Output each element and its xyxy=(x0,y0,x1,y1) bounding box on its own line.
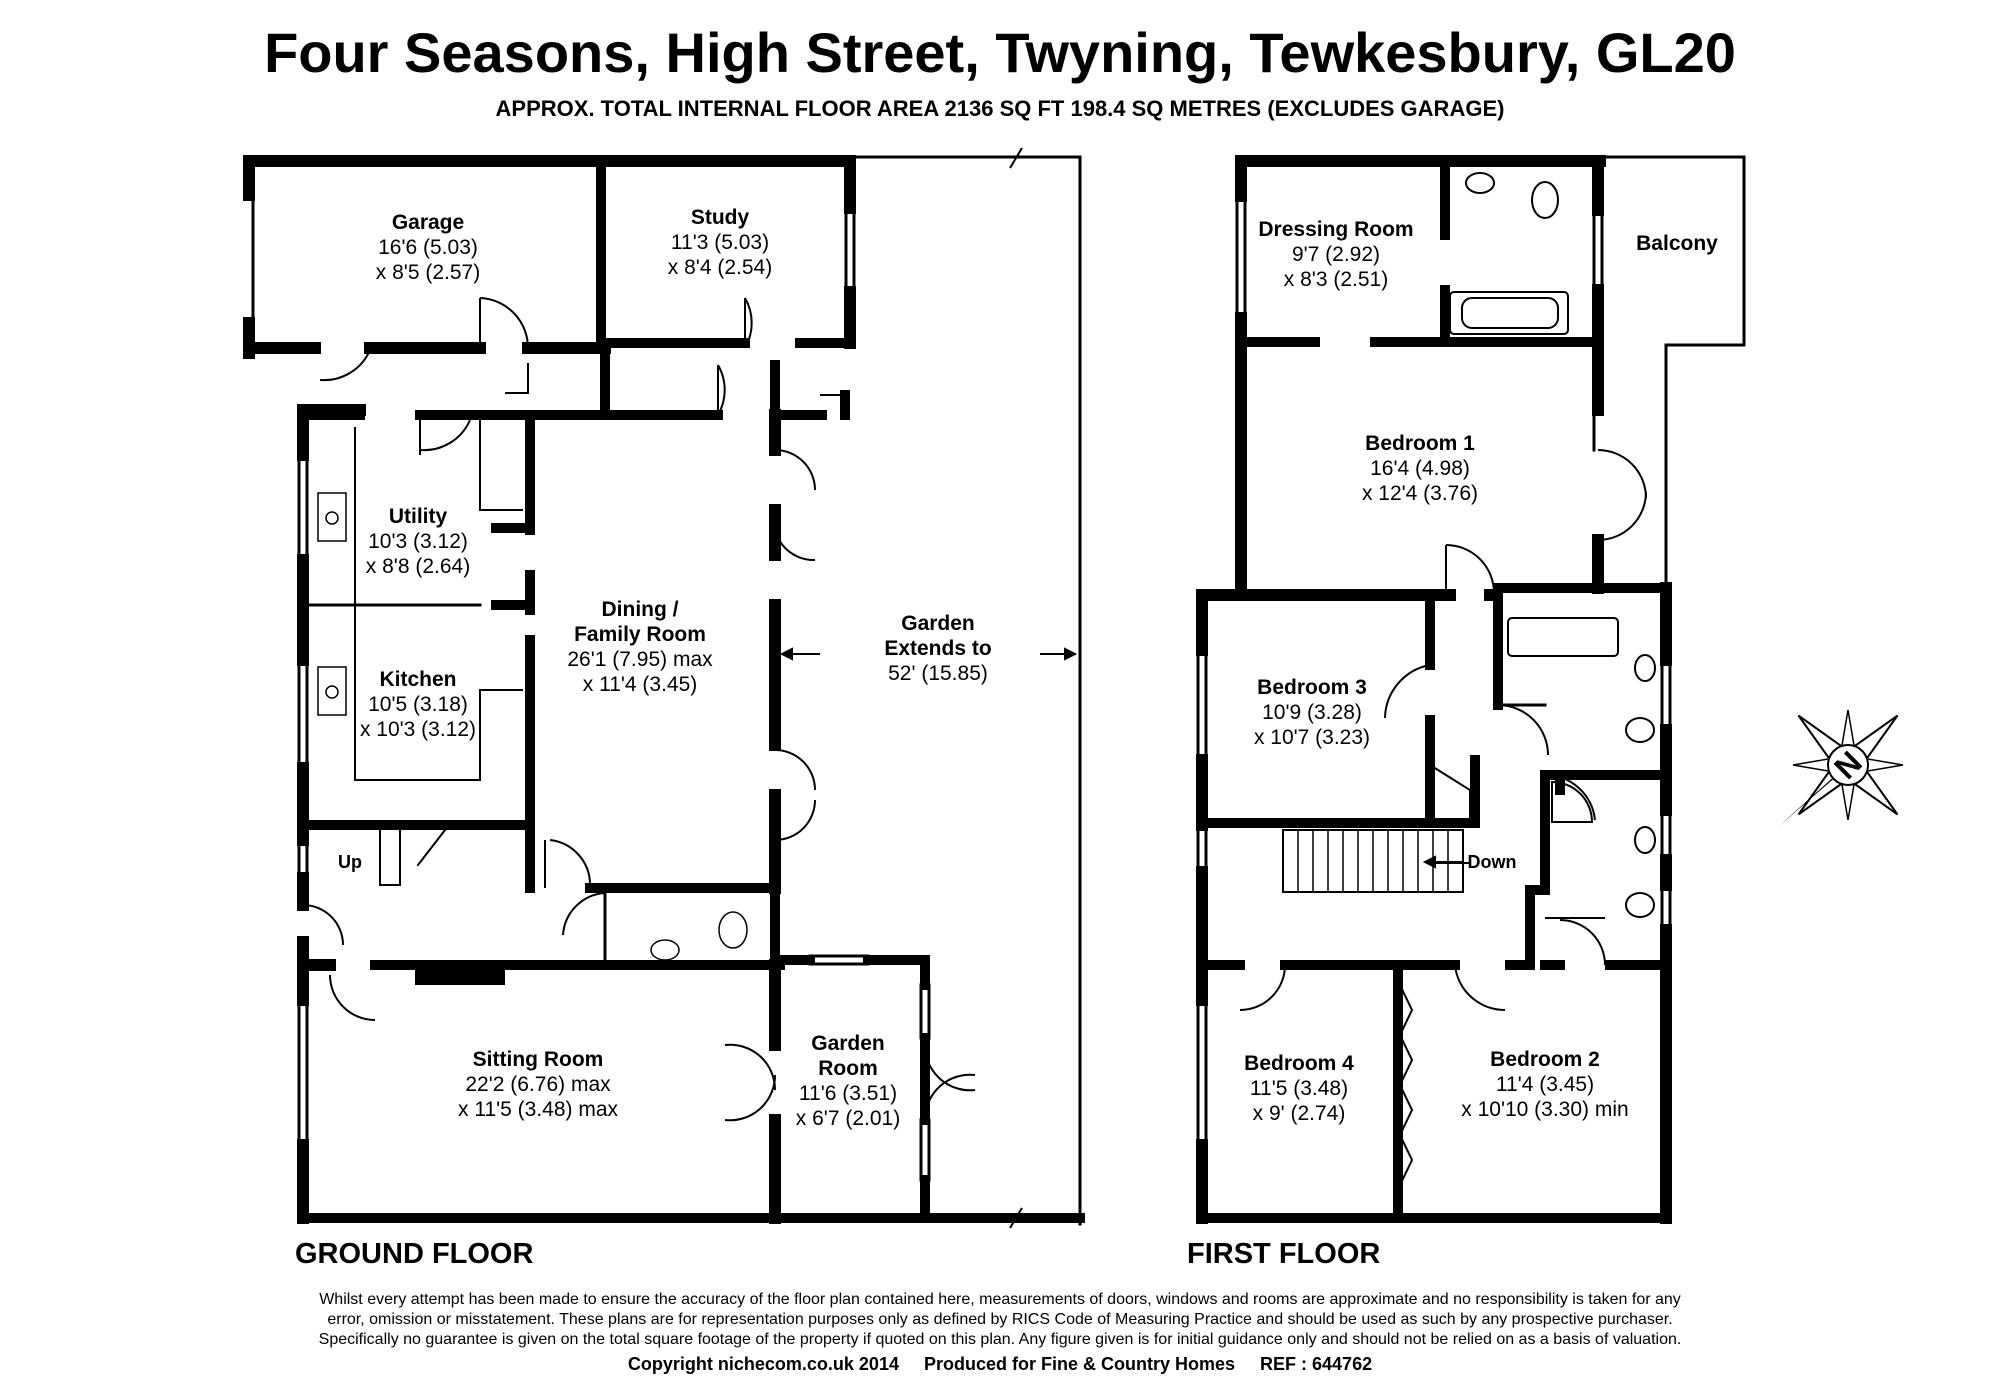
down-arrow-icon xyxy=(1422,855,1462,869)
ground-floor-fixtures xyxy=(317,492,748,961)
garden-room-dim2: x 6'7 (2.01) xyxy=(796,1107,900,1130)
garden-dim1: 52' (15.85) xyxy=(888,662,988,685)
bedroom2-name: Bedroom 2 xyxy=(1490,1048,1600,1071)
kitchen-dim2: x 10'3 (3.12) xyxy=(360,718,476,741)
first-floor-labels: Dressing Room 9'7 (2.92) x 8'3 (2.51) Ba… xyxy=(1244,218,1718,1125)
page-title: Four Seasons, High Street, Twyning, Tewk… xyxy=(264,21,1736,84)
first-floor-fixtures xyxy=(1239,172,1656,1012)
garden-room-name-line1: Garden xyxy=(811,1032,885,1055)
stairs-up-label: Up xyxy=(338,852,362,872)
dressing-room-dim1: 9'7 (2.92) xyxy=(1292,243,1380,266)
produced-for-text: Produced for Fine & Country Homes xyxy=(923,1354,1236,1374)
sitting-room-name: Sitting Room xyxy=(473,1048,604,1071)
first-floor-label: FIRST FLOOR xyxy=(1187,1238,1381,1270)
bedroom4-dim2: x 9' (2.74) xyxy=(1253,1102,1346,1125)
garden-dimension-arrows xyxy=(779,647,1078,661)
utility-name: Utility xyxy=(389,505,448,528)
garden-room-dim1: 11'6 (3.51) xyxy=(799,1082,897,1105)
reference-text: REF : 644762 xyxy=(1260,1354,1373,1374)
garden-room-name-line2: Room xyxy=(818,1057,878,1080)
bedroom4-name: Bedroom 4 xyxy=(1244,1052,1354,1075)
dining-dim1: 26'1 (7.95) max xyxy=(567,648,713,671)
dining-dim2: x 11'4 (3.45) xyxy=(583,673,698,696)
sitting-room-dim2: x 11'5 (3.48) max xyxy=(458,1098,619,1121)
utility-dim2: x 8'8 (2.64) xyxy=(366,555,470,578)
footer: Copyright nichecom.co.uk 2014 Produced f… xyxy=(0,1354,2000,1375)
dining-name-line1: Dining / xyxy=(602,598,679,621)
disclaimer-line-1: Whilst every attempt has been made to en… xyxy=(319,1291,1681,1308)
bedroom3-name: Bedroom 3 xyxy=(1257,676,1367,699)
bedroom1-dim1: 16'4 (4.98) xyxy=(1370,457,1470,480)
garage-dim1: 16'6 (5.03) xyxy=(378,236,478,259)
dressing-room-name: Dressing Room xyxy=(1258,218,1413,241)
kitchen-name: Kitchen xyxy=(379,668,456,691)
dining-name-line2: Family Room xyxy=(574,623,706,646)
bedroom3-dim2: x 10'7 (3.23) xyxy=(1254,726,1370,749)
study-name: Study xyxy=(691,206,750,229)
bedroom2-dim2: x 10'10 (3.30) min xyxy=(1461,1098,1628,1121)
garden-name-line2: Extends to xyxy=(884,637,991,660)
utility-dim1: 10'3 (3.12) xyxy=(368,530,468,553)
bedroom1-name: Bedroom 1 xyxy=(1365,432,1475,455)
study-dim2: x 8'4 (2.54) xyxy=(668,256,772,279)
disclaimer-line-3: Specifically no guarantee is given on th… xyxy=(318,1331,1682,1348)
copyright-text: Copyright nichecom.co.uk 2014 xyxy=(627,1354,899,1374)
balcony-name: Balcony xyxy=(1636,232,1718,255)
ground-floor-walls xyxy=(243,155,1085,1226)
garden-name-line1: Garden xyxy=(901,612,975,635)
disclaimer-line-2: error, omission or misstatement. These p… xyxy=(327,1311,1673,1328)
bedroom4-dim1: 11'5 (3.48) xyxy=(1250,1077,1348,1100)
ground-floor-labels: Garage 16'6 (5.03) x 8'5 (2.57) Study 11… xyxy=(338,206,992,1130)
dressing-room-dim2: x 8'3 (2.51) xyxy=(1284,268,1388,291)
sitting-room-dim1: 22'2 (6.76) max xyxy=(465,1073,611,1096)
floor-area-subtitle: APPROX. TOTAL INTERNAL FLOOR AREA 2136 S… xyxy=(495,96,1505,121)
study-dim1: 11'3 (5.03) xyxy=(671,231,769,254)
ground-floor-doors xyxy=(302,147,1023,1229)
first-floor-walls xyxy=(1196,155,1746,1224)
compass-icon xyxy=(1778,709,1904,827)
bedroom3-dim1: 10'9 (3.28) xyxy=(1262,701,1362,724)
garage-name: Garage xyxy=(392,211,464,234)
disclaimer: Whilst every attempt has been made to en… xyxy=(230,1290,1770,1350)
bedroom2-dim1: 11'4 (3.45) xyxy=(1496,1073,1594,1096)
kitchen-dim1: 10'5 (3.18) xyxy=(368,693,468,716)
stairs-down-label: Down xyxy=(1468,852,1517,872)
garage-dim2: x 8'5 (2.57) xyxy=(376,261,480,284)
ground-floor-label: GROUND FLOOR xyxy=(295,1238,534,1270)
bedroom1-dim2: x 12'4 (3.76) xyxy=(1362,482,1478,505)
